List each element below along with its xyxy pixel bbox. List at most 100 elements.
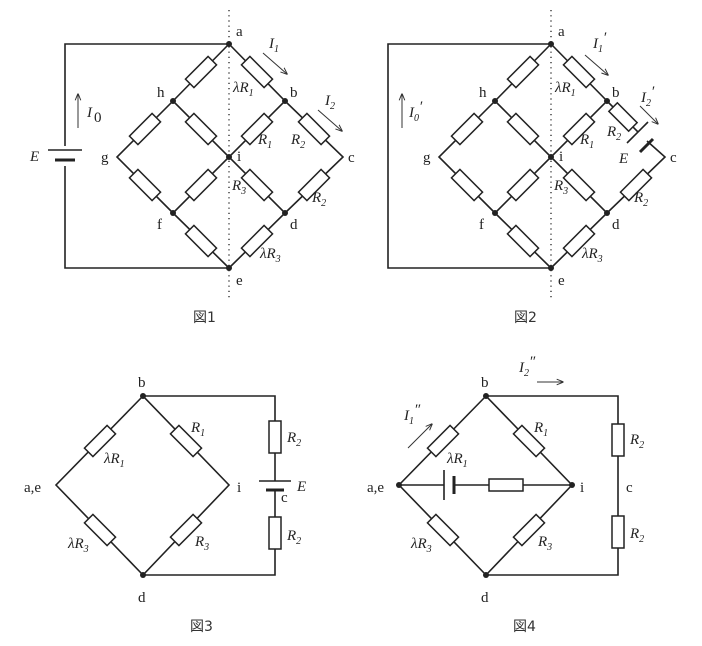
current-arrow-I2 (317, 109, 342, 131)
label-R1: R1 (579, 132, 594, 151)
label-R2-top: R2 (606, 124, 621, 143)
caption-fig1: 図1 (193, 310, 216, 326)
node-b (604, 98, 610, 104)
resistor-ab (240, 55, 274, 89)
resistor-ab (562, 55, 596, 89)
battery-middle (443, 470, 456, 500)
resistor-hg (450, 112, 484, 146)
node-i (226, 154, 232, 160)
resistor-fe (506, 224, 540, 258)
battery-E (626, 121, 655, 154)
label-a: a (558, 24, 565, 40)
label-R1: R1 (257, 132, 272, 151)
label-R2-top: R2 (629, 432, 644, 451)
resistor-fe (184, 224, 218, 258)
label-I1-prime: I1′ (592, 30, 607, 55)
label-lambda-R1: λR1 (554, 80, 576, 99)
node-b (282, 98, 288, 104)
label-ae: a,e (367, 480, 384, 496)
label-c: c (348, 150, 355, 166)
caption-fig3: 図3 (190, 619, 213, 635)
label-b: b (481, 375, 489, 391)
resistor-gf (128, 168, 162, 202)
label-g: g (423, 150, 431, 166)
resistor-ah (506, 55, 540, 89)
node-f (170, 210, 176, 216)
label-i: i (237, 480, 241, 496)
current-arrow-I1-dprime (407, 424, 432, 449)
resistor-R3 (512, 513, 546, 547)
label-lambda-R3: λR3 (67, 536, 89, 555)
label-sub-0: 0 (94, 110, 102, 126)
resistor-R2-top (611, 423, 625, 457)
node-e (226, 265, 232, 271)
resistor-R1 (512, 424, 546, 458)
label-i: i (237, 149, 241, 165)
label-lambda-R1: λR1 (103, 451, 125, 470)
figure-3: b a,e i c E d λR1 R1 R2 R2 λR3 R3 図3 (24, 375, 306, 635)
resistor-id (562, 168, 596, 202)
resistor-hi (506, 112, 540, 146)
resistor-hi (184, 112, 218, 146)
label-d: d (612, 217, 620, 233)
node-b (140, 393, 146, 399)
label-E: E (29, 149, 39, 165)
label-e: e (558, 273, 565, 289)
resistor-cd (619, 168, 653, 202)
circuit-wires (54, 395, 276, 577)
resistor-bc (607, 101, 639, 133)
label-f: f (479, 217, 484, 233)
resistor-gf (450, 168, 484, 202)
label-lambda-R3: λR3 (581, 246, 603, 265)
label-d: d (481, 590, 489, 606)
resistor-R2-bottom (611, 515, 625, 549)
resistor-R1 (169, 424, 203, 458)
resistor-bc (297, 112, 331, 146)
node-d (282, 210, 288, 216)
label-E: E (618, 151, 628, 167)
label-h: h (479, 85, 487, 101)
label-c: c (626, 480, 633, 496)
node-b (483, 393, 489, 399)
resistor-lambda-R1 (426, 424, 460, 458)
label-R3: R3 (553, 178, 568, 197)
label-g: g (101, 150, 109, 166)
current-arrow-I1-prime (584, 54, 608, 75)
resistor-id (240, 168, 274, 202)
label-i: i (559, 149, 563, 165)
node-a (548, 41, 554, 47)
label-ae: a,e (24, 480, 41, 496)
label-R3: R3 (537, 534, 552, 553)
label-I1-dprime: I1″ (403, 402, 421, 427)
resistor-de (240, 224, 274, 258)
battery-E (48, 149, 82, 162)
resistor-R2-top (268, 420, 282, 454)
label-lambda-R3: λR3 (410, 536, 432, 555)
label-R2-bottom: R2 (286, 528, 301, 547)
label-h: h (157, 85, 165, 101)
label-R2-bottom: R2 (629, 526, 644, 545)
battery-E (259, 480, 291, 492)
node-h (170, 98, 176, 104)
label-b: b (612, 85, 620, 101)
label-R1: R1 (190, 420, 205, 439)
resistor-R3 (169, 513, 203, 547)
node-i (548, 154, 554, 160)
node-h (492, 98, 498, 104)
resistor-fi (506, 168, 540, 202)
resistor-cd (297, 168, 331, 202)
label-I2: I2 (324, 93, 335, 112)
node-ae (396, 482, 402, 488)
source-loop-wire (64, 43, 229, 269)
resistor-middle (488, 478, 524, 492)
label-lambda-R3: λR3 (259, 246, 281, 265)
label-R3: R3 (194, 534, 209, 553)
label-d: d (138, 590, 146, 606)
label-R2-top: R2 (290, 132, 305, 151)
label-I0-prime: I0′ (408, 99, 423, 124)
resistor-R2-bottom (268, 516, 282, 550)
label-I1: I1 (268, 36, 279, 55)
label-f: f (157, 217, 162, 233)
node-f (492, 210, 498, 216)
